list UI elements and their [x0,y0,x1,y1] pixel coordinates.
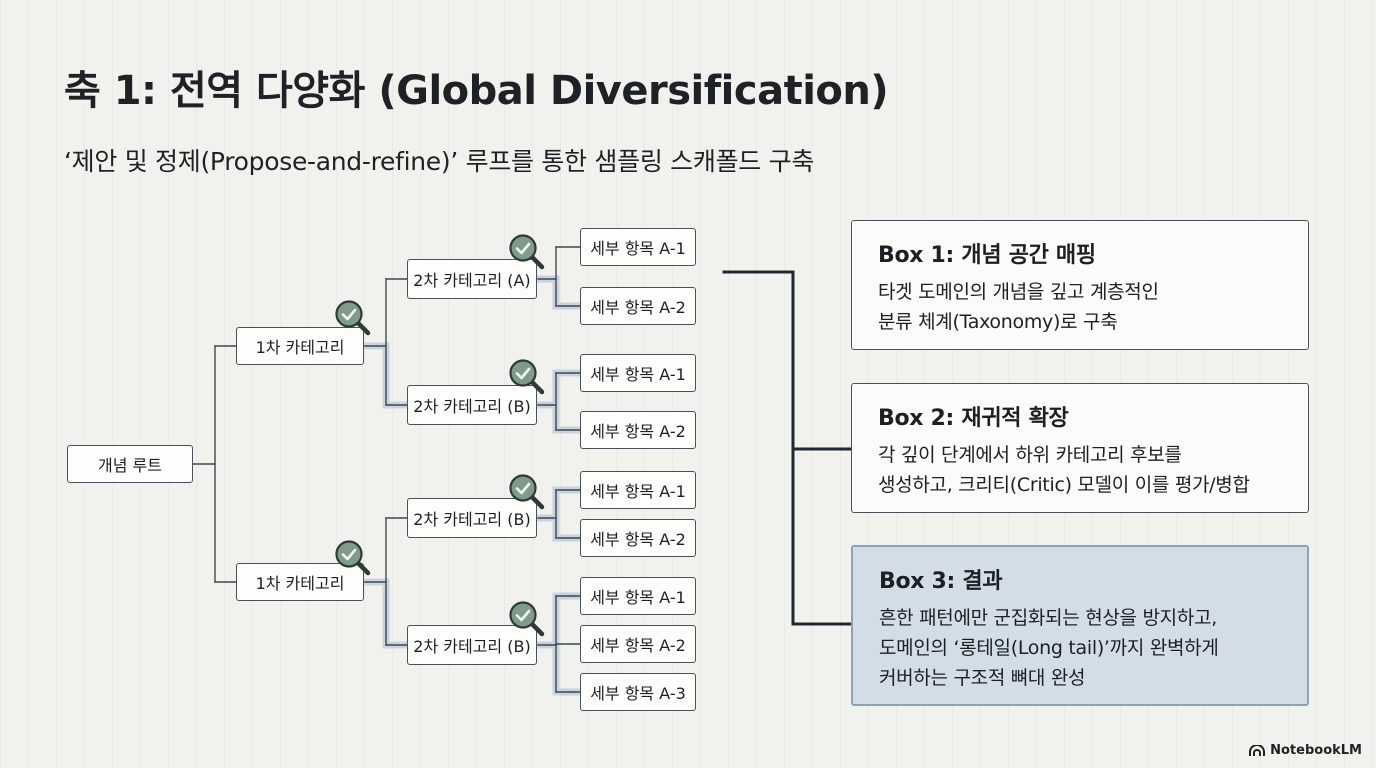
tree-leaf-node: 세부 항목 A-2 [580,411,696,449]
box-recursive-expansion: Box 2: 재귀적 확장 각 깊이 단계에서 하위 카테고리 후보를 생성하고… [851,383,1309,513]
magnifier-check-icon [509,234,545,270]
box-text-line: 타겟 도메인의 개념을 깊고 계층적인 [878,281,1159,303]
box-text-line: 각 깊이 단계에서 하위 카테고리 후보를 [878,444,1182,466]
tree-leaf-node: 세부 항목 A-1 [580,577,696,615]
box-text-line: 도메인의 ‘롱테일(Long tail)’까지 완벽하게 [879,637,1219,659]
tree-level1-node: 1차 카테고리 [236,327,364,365]
magnifier-check-icon [509,359,545,395]
tree-leaf-node: 세부 항목 A-2 [580,287,696,325]
magnifier-check-icon [335,300,371,336]
tree-level2-node: 2차 카테고리 (A) [407,259,537,299]
box-concept-mapping: Box 1: 개념 공간 매핑 타겟 도메인의 개념을 깊고 계층적인 분류 체… [851,220,1309,350]
tree-leaf-node: 세부 항목 A-3 [580,673,696,711]
magnifier-check-icon [509,601,545,637]
tree-leaf-node: 세부 항목 A-1 [580,228,696,266]
magnifier-check-icon [509,474,545,510]
tree-leaf-node: 세부 항목 A-2 [580,519,696,557]
tree-leaf-node: 세부 항목 A-2 [580,625,696,663]
box-text-line: 흔한 패턴에만 군집화되는 현상을 방지하고, [879,607,1217,629]
box-title: Box 1: 개념 공간 매핑 [878,243,1096,268]
page-title: 축 1: 전역 다양화 (Global Diversification) [64,68,889,114]
tree-level2-node: 2차 카테고리 (B) [407,385,537,425]
tree-level1-node: 1차 카테고리 [236,563,364,601]
brand-label: NotebookLM [1270,743,1362,758]
box-title: Box 3: 결과 [879,569,1003,594]
page-subtitle: ‘제안 및 정제(Propose-and-refine)’ 루프를 통한 샘플링… [64,147,815,176]
box-text-line: 생성하고, 크리티(Critic) 모델이 이를 평가/병합 [878,474,1250,496]
box-connector [722,270,853,626]
magnifier-check-icon [335,540,371,576]
box-text-line: 커버하는 구조적 뼈대 완성 [879,667,1086,689]
box-title: Box 2: 재귀적 확장 [878,406,1069,431]
box-result: Box 3: 결과 흔한 패턴에만 군집화되는 현상을 방지하고, 도메인의 ‘… [851,545,1309,706]
box-text-line: 분류 체계(Taxonomy)로 구축 [878,311,1118,333]
tree-leaf-node: 세부 항목 A-1 [580,354,696,392]
tree-leaf-node: 세부 항목 A-1 [580,471,696,509]
tree-lines [192,246,581,693]
tree-root-node: 개념 루트 [67,445,193,483]
tree-level2-node: 2차 카테고리 (B) [407,625,537,665]
tree-level2-node: 2차 카테고리 (B) [407,498,537,538]
notebooklm-logo-icon [1249,744,1266,756]
brand-watermark: NotebookLM [1249,743,1362,758]
